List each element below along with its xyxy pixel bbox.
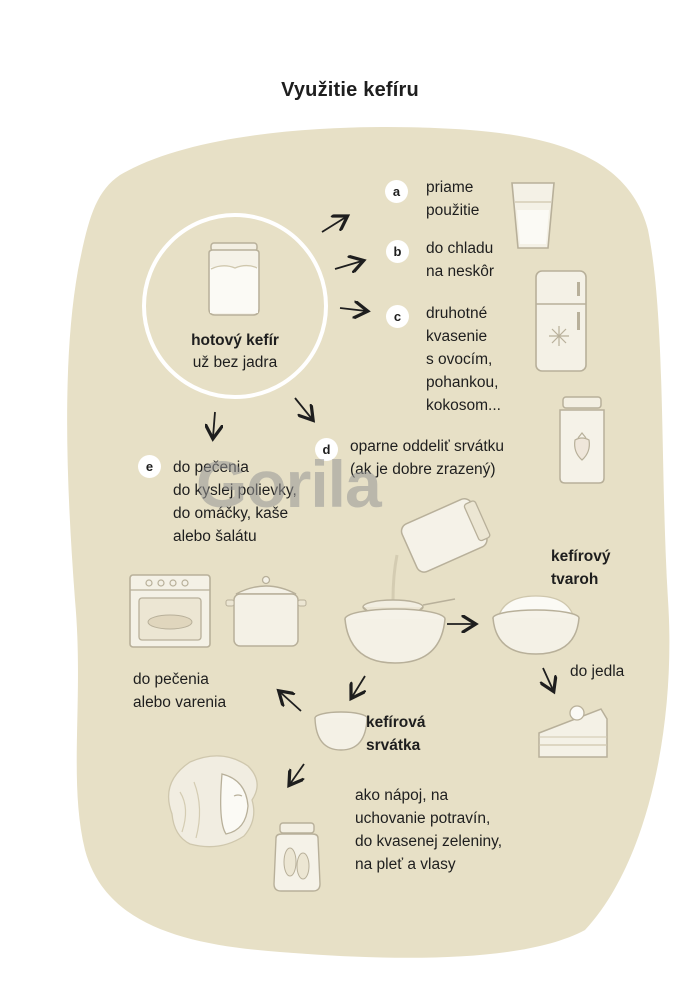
center-label-sub: už bez jadra — [192, 354, 278, 371]
cooking-pot-icon — [225, 575, 307, 647]
badge-d: d — [315, 438, 338, 461]
srvatka-use-cooking: do pečenia alebo varenia — [133, 671, 227, 711]
woman-face-icon — [168, 755, 258, 848]
page-title: Využitie kefíru — [281, 79, 419, 101]
cottage-cheese-bowl-icon — [492, 595, 580, 655]
badge-b: b — [386, 240, 409, 263]
glass-icon — [511, 182, 555, 249]
watermark: Gorila — [196, 447, 382, 521]
oven-icon — [129, 574, 211, 648]
branch-d-text: oparne oddeliť srvátku (ak je dobre zraz… — [350, 438, 505, 478]
branch-e-text: do pečenia do kyslej polievky, do omáčky… — [173, 459, 297, 545]
arrow-to-face — [290, 763, 305, 784]
branch-a-text: priame použitie — [426, 179, 480, 219]
badge-c: c — [386, 305, 409, 328]
arrow-to-d — [294, 397, 312, 419]
center-circle — [142, 213, 328, 399]
kefir-jar-icon — [208, 242, 260, 316]
tvaroh-label: kefírový tvaroh — [551, 548, 611, 588]
arrow-to-b — [334, 261, 362, 269]
fridge-icon — [535, 270, 587, 372]
center-label: hotový kefír už bez jadra — [155, 330, 315, 374]
straining-bowl-icon — [344, 498, 491, 664]
cake-slice-icon — [538, 705, 608, 758]
fermentation-jar-icon — [559, 396, 605, 484]
arrow-to-e — [213, 411, 215, 437]
tvaroh-use: do jedla — [570, 663, 625, 680]
pickle-jar-icon — [273, 822, 321, 892]
arrow-to-a — [321, 217, 346, 233]
branch-c-text: druhotné kvasenie s ovocím, pohankou, ko… — [426, 305, 501, 414]
branch-b-text: do chladu na neskôr — [426, 240, 495, 280]
whey-bowl-icon — [314, 711, 368, 751]
srvatka-use-other: ako nápoj, na uchovanie potravín, do kva… — [355, 787, 503, 873]
badge-e: e — [138, 455, 161, 478]
center-label-bold: hotový kefír — [191, 332, 279, 349]
arrow-to-c — [339, 308, 366, 311]
arrow-to-srvatka — [352, 675, 365, 697]
badge-a: a — [385, 180, 408, 203]
srvatka-label: kefírová srvátka — [366, 714, 426, 754]
arrow-to-cooking — [280, 692, 302, 712]
arrow-to-cake — [543, 667, 553, 690]
